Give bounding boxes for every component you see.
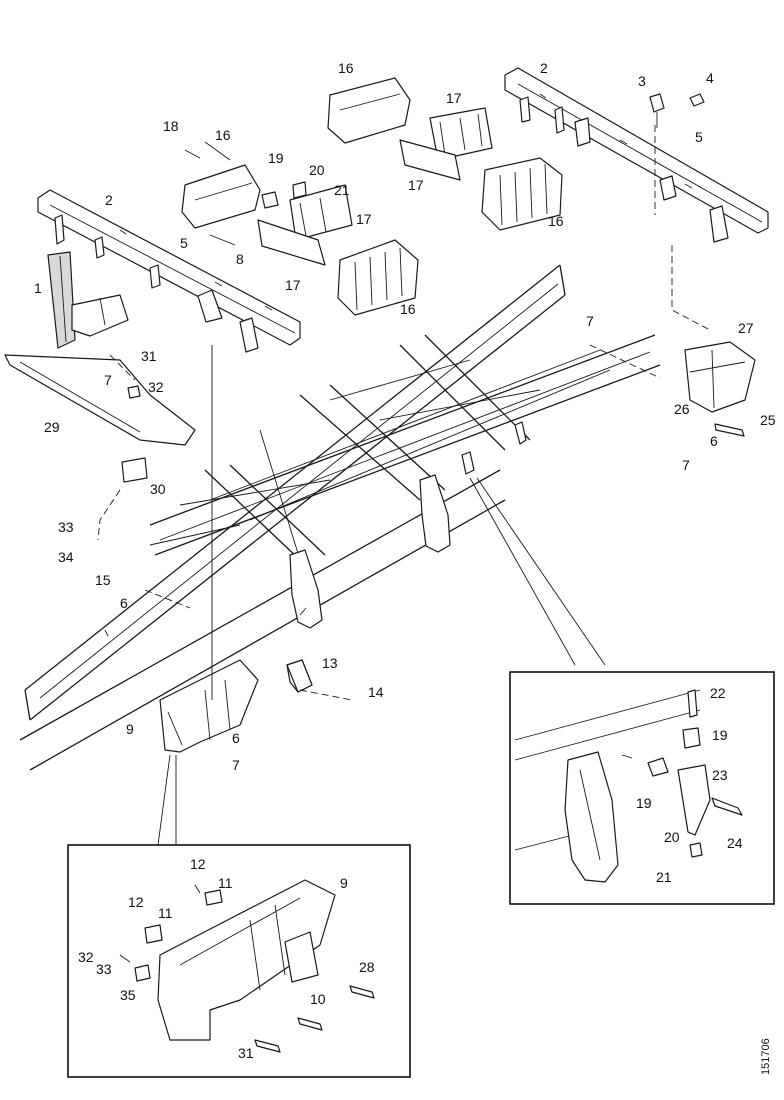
callout-32: 32 [78,949,94,965]
callout-35: 35 [120,987,136,1003]
callout-5: 5 [695,129,703,145]
callout-26: 26 [674,401,690,417]
detail-inset-hanger [509,671,775,905]
callout-33: 33 [96,961,112,977]
callout-8: 8 [236,251,244,267]
rear-bracket [684,341,756,413]
callout-19: 19 [636,795,652,811]
roller-19 [261,191,279,209]
callout-18: 18 [163,118,179,134]
channel-17-c [289,184,353,241]
callout-9: 9 [126,721,134,737]
callout-28: 28 [359,959,375,975]
arm-bracket [121,457,148,483]
inset-bracket-parts [119,879,375,1053]
callout-1: 1 [34,280,42,296]
callout-31: 31 [238,1045,254,1061]
callout-34: 34 [58,549,74,565]
callout-10: 10 [310,991,326,1007]
callout-24: 24 [727,835,743,851]
callout-3: 3 [638,73,646,89]
callout-21: 21 [656,869,672,885]
callout-6: 6 [232,730,240,746]
callout-2: 2 [105,192,113,208]
callout-16: 16 [548,213,564,229]
callout-13: 13 [322,655,338,671]
subframe-rail-left [37,189,301,353]
block-16-top [327,77,411,144]
callout-12: 12 [128,894,144,910]
callout-20: 20 [664,829,680,845]
callout-17: 17 [285,277,301,293]
callout-21: 21 [334,182,350,198]
callout-labels: 1 2 2 3 4 5 5 6 6 6 7 7 7 7 8 9 9 10 11 … [34,60,776,1061]
callout-16: 16 [215,127,231,143]
callout-22: 22 [710,685,726,701]
callout-29: 29 [44,419,60,435]
callout-23: 23 [712,767,728,783]
u-bolt-13 [286,659,313,693]
callout-16: 16 [338,60,354,76]
callout-4: 4 [706,70,714,86]
callout-7: 7 [682,457,690,473]
drawing-reference-number: 151706 [760,1038,772,1075]
channel-17-d [257,219,326,266]
callout-6: 6 [120,595,128,611]
callout-7: 7 [104,372,112,388]
nut-4 [689,93,705,107]
callout-33: 33 [58,519,74,535]
callout-16: 16 [400,301,416,317]
callout-30: 30 [150,481,166,497]
clip-20 [292,181,307,199]
block-16-ribbed-left [337,239,419,316]
channel-17-a [429,107,493,161]
leader-lines [97,125,711,846]
callout-27: 27 [738,320,754,336]
callout-25: 25 [760,412,776,428]
callout-7: 7 [586,313,594,329]
callout-14: 14 [368,684,384,700]
inset-hanger-parts [514,689,743,883]
subframe-rail-right [504,67,769,243]
callout-20: 20 [309,162,325,178]
eye-bolt [649,93,665,113]
bracket-9-main [159,659,259,753]
callout-11: 11 [218,875,233,891]
detail-inset-bracket [67,844,411,1078]
callout-17: 17 [408,177,424,193]
block-16-ribbed-right [481,157,563,231]
channel-17-b [399,139,461,181]
callout-32: 32 [148,379,164,395]
callout-19: 19 [712,727,728,743]
callout-9: 9 [340,875,348,891]
bush-32 [127,385,141,399]
chassis-frame [19,264,661,771]
upright-post [47,251,76,349]
callout-5: 5 [180,235,188,251]
callout-7: 7 [232,757,240,773]
callout-19: 19 [268,150,284,166]
support-arm [4,354,196,446]
callout-6: 6 [710,433,718,449]
callout-15: 15 [95,572,111,588]
callout-17: 17 [446,90,462,106]
callout-17: 17 [356,211,372,227]
block-16-left [181,164,261,229]
callout-11: 11 [158,905,173,921]
callout-31: 31 [141,348,157,364]
bolt-25 [714,423,745,437]
callout-12: 12 [190,856,206,872]
post-bracket [71,294,129,337]
callout-2: 2 [540,60,548,76]
